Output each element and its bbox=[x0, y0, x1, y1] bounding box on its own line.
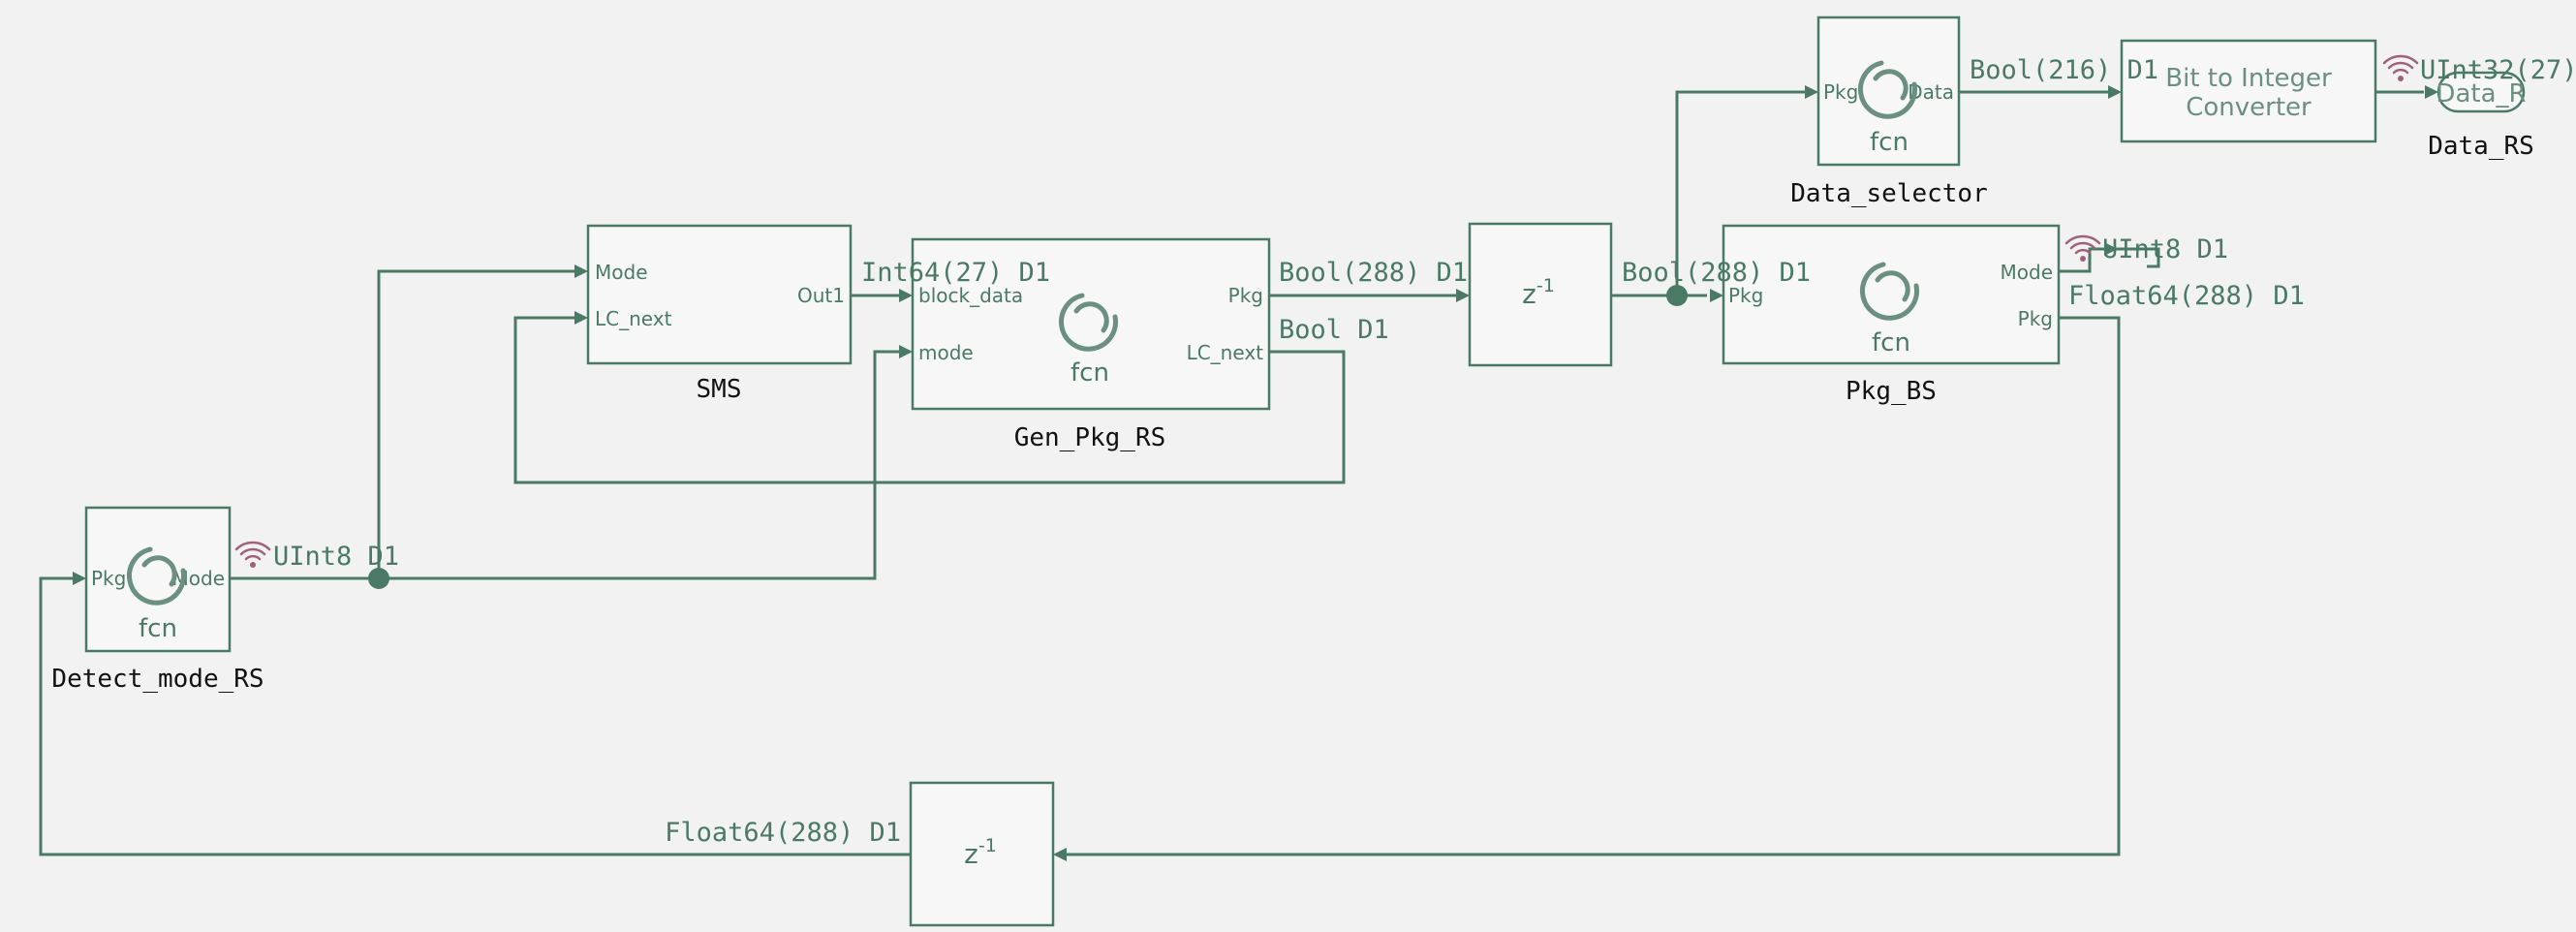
wires bbox=[39, 90, 2424, 856]
signal-label-gen-pkg-out: Bool(288) D1 bbox=[1279, 258, 1468, 288]
wire-pkg-bs-mode[interactable] bbox=[2059, 247, 2160, 273]
signal-label-converter-out: UInt32(27) bbox=[2420, 55, 2576, 85]
port-mode: mode bbox=[918, 341, 974, 364]
branch-node-pkg bbox=[1666, 285, 1688, 306]
wire-lc-next-feedback[interactable] bbox=[513, 316, 1346, 484]
signal-labels: Int64(27) D1 Bool(288) D1 Bool D1 Bool(2… bbox=[234, 54, 2576, 848]
block-pkg-bs[interactable]: Pkg Mode Pkg fcn Pkg_BS bbox=[1722, 224, 2061, 406]
wire-feedback-to-detect[interactable] bbox=[39, 576, 911, 856]
block-name-data-rs: Data_RS bbox=[2428, 132, 2534, 161]
signal-label-sms-out: Int64(27) D1 bbox=[861, 258, 1050, 288]
wire-to-data-selector[interactable] bbox=[1675, 90, 1809, 295]
fcn-label: fcn bbox=[1872, 328, 1910, 357]
port-pkg-out: Pkg bbox=[2018, 307, 2053, 330]
branch-node-mode bbox=[368, 568, 389, 589]
port-out1: Out1 bbox=[797, 284, 845, 307]
port-pkg: Pkg bbox=[1228, 284, 1263, 307]
wireless-signal-icon bbox=[234, 541, 271, 570]
block-name-data-selector: Data_selector bbox=[1790, 179, 1988, 208]
block-data-selector[interactable]: Pkg Data fcn Data_selector bbox=[1790, 16, 1988, 208]
port-mode: Mode bbox=[2001, 261, 2054, 284]
block-gen-pkg-rs[interactable]: block_data mode Pkg LC_next fcn Gen_Pkg_… bbox=[911, 237, 1271, 452]
port-mode: Mode bbox=[595, 261, 648, 284]
wire-detect-mode-out[interactable] bbox=[230, 350, 901, 580]
wireless-signal-icon bbox=[2382, 54, 2419, 83]
outport-label: Data_R bbox=[2436, 79, 2526, 109]
signal-label-delay-out: Bool(288) D1 bbox=[1622, 258, 1811, 288]
block-name-sms: SMS bbox=[697, 375, 742, 404]
block-detect-mode-rs[interactable]: Pkg Mode fcn Detect_mode_RS bbox=[51, 506, 264, 694]
signal-label-pkg-bs-mode: UInt8 D1 bbox=[2102, 234, 2228, 264]
port-block-data: block_data bbox=[918, 284, 1023, 307]
block-unit-delay-top[interactable]: z-1 bbox=[1468, 222, 1613, 367]
port-pkg: Pkg bbox=[91, 567, 126, 590]
port-lc-next: LC_next bbox=[1187, 341, 1264, 364]
port-lc-next: LC_next bbox=[595, 307, 672, 330]
signal-label-gen-lc-next: Bool D1 bbox=[1279, 315, 1389, 345]
port-pkg: Pkg bbox=[1728, 284, 1763, 307]
converter-line-2: Converter bbox=[2186, 93, 2312, 122]
fcn-label: fcn bbox=[1870, 128, 1909, 157]
delay-label: z-1 bbox=[1522, 275, 1555, 310]
block-name-detect-mode-rs: Detect_mode_RS bbox=[51, 665, 264, 694]
arrowheads bbox=[73, 85, 2438, 861]
fcn-label: fcn bbox=[1071, 358, 1109, 388]
block-sms[interactable]: Mode LC_next Out1 SMS bbox=[586, 224, 853, 404]
converter-line-1: Bit to Integer bbox=[2165, 64, 2332, 93]
signal-label-pkg-bs-pkg: Float64(288) D1 bbox=[2068, 281, 2305, 311]
block-name-gen-pkg-rs: Gen_Pkg_RS bbox=[1014, 423, 1166, 452]
signal-label-selector-out: Bool(216) D1 bbox=[1970, 55, 2158, 85]
wireless-signal-icon bbox=[2064, 234, 2101, 264]
port-pkg: Pkg bbox=[1823, 80, 1858, 104]
block-data-rs-outport[interactable]: Data_R Data_RS bbox=[2428, 71, 2534, 161]
signal-label-detect-mode-out: UInt8 D1 bbox=[273, 542, 399, 572]
wire-pkg-bs-feedback[interactable] bbox=[1066, 316, 2121, 856]
fcn-label: fcn bbox=[139, 614, 177, 643]
delay-label: z-1 bbox=[964, 835, 997, 870]
block-unit-delay-bottom[interactable]: z-1 bbox=[909, 781, 1055, 927]
wire-to-sms-mode[interactable] bbox=[377, 269, 576, 578]
block-bit-to-integer-converter[interactable]: Bit to Integer Converter bbox=[2120, 39, 2377, 143]
block-name-pkg-bs: Pkg_BS bbox=[1846, 377, 1937, 406]
signal-label-feedback: Float64(288) D1 bbox=[665, 818, 901, 848]
